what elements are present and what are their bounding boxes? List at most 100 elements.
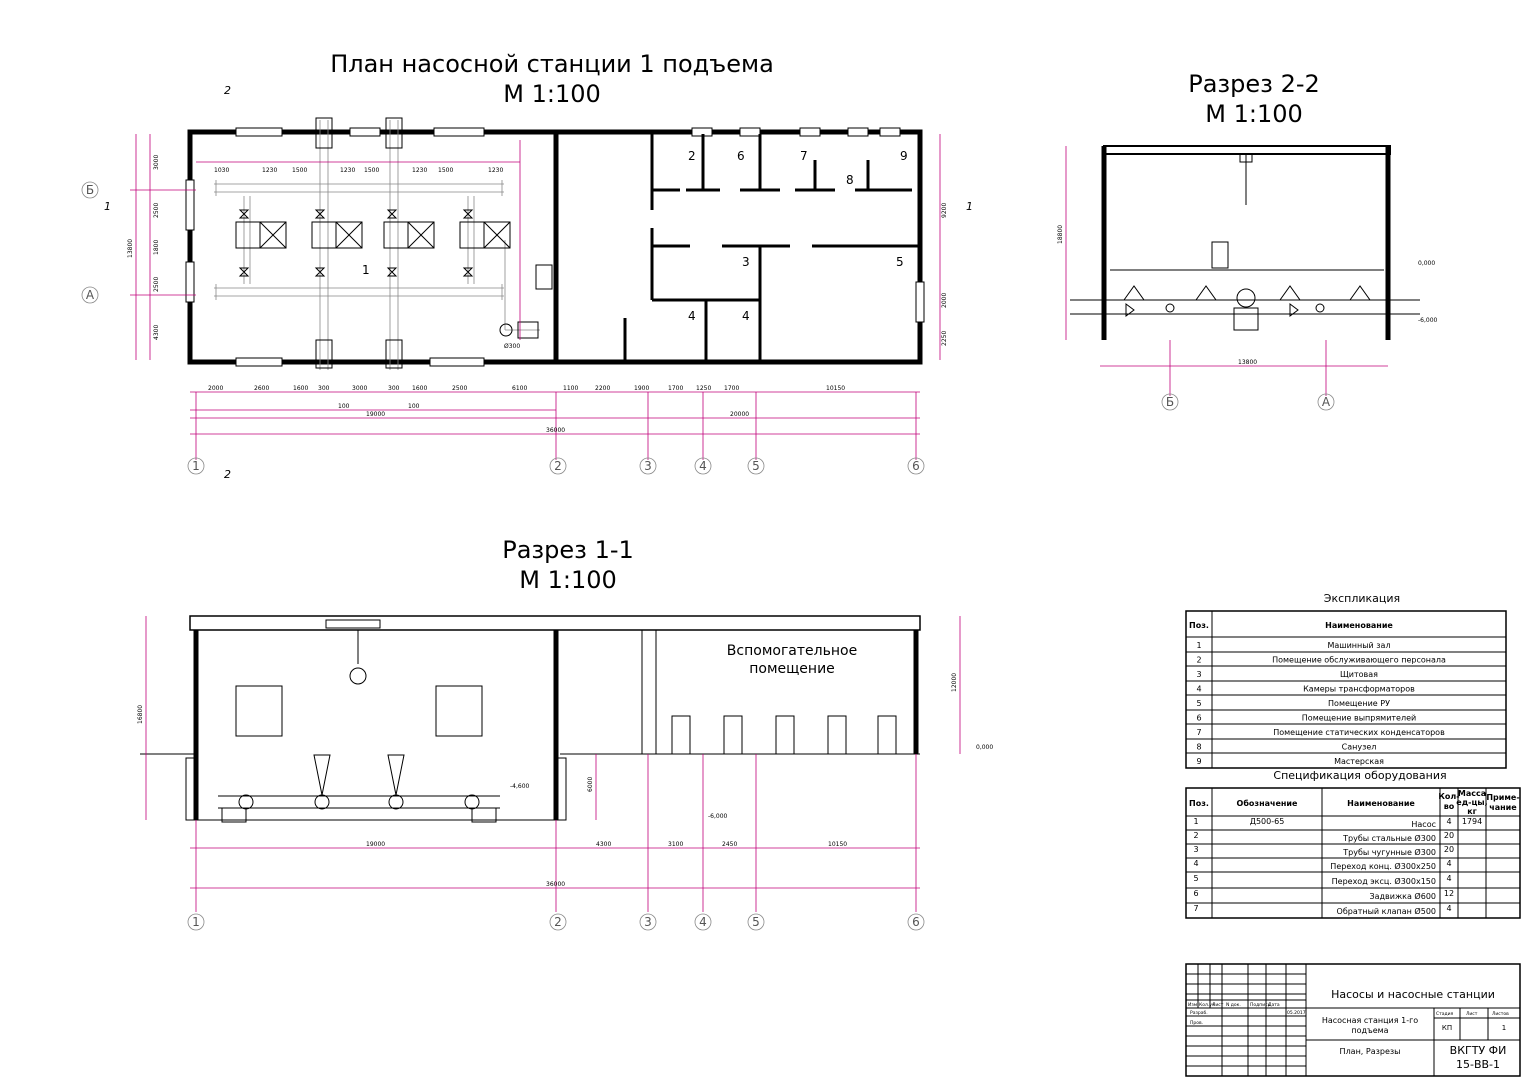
- room-number: 4: [742, 309, 750, 323]
- dim-label: 1500: [292, 167, 307, 174]
- dim-label: 6100: [512, 385, 527, 392]
- specification-cell: 4: [1193, 859, 1198, 868]
- specification-header: чание: [1489, 803, 1517, 812]
- axis-label: Б: [1166, 395, 1174, 409]
- section11-dimension-lines: [145, 616, 961, 912]
- dim-label: 2200: [595, 385, 610, 392]
- dim-label: 4300: [153, 325, 160, 340]
- specification-cell: Трубы стальные Ø300: [1342, 833, 1436, 843]
- title-block-headers: Изм. Кол.уч Лист N док. Подпись Дата Раз…: [1188, 1002, 1509, 1026]
- specification-cell: Д500-65: [1250, 817, 1285, 826]
- plan-scale: М 1:100: [503, 80, 601, 108]
- specification-cell: 20: [1444, 831, 1454, 840]
- plan-pumps: [235, 117, 553, 369]
- dim-label: 2500: [153, 277, 160, 292]
- explication-title: Экспликация: [1324, 592, 1400, 605]
- section11-title: Разрез 1-1: [502, 536, 634, 564]
- explication-header: Поз.: [1189, 621, 1209, 630]
- level-mark: -4,600: [510, 783, 530, 790]
- explication-header: Наименование: [1325, 621, 1393, 630]
- section11-dimensions-bottom: 19000 4300 3100 2450 10150 36000: [366, 841, 847, 888]
- specification-title: Спецификация оборудования: [1273, 769, 1446, 782]
- specification-cell: Переход эксц. Ø300х150: [1332, 876, 1436, 886]
- plan-axis-bubbles: [81, 181, 925, 475]
- axis-label: А: [1322, 395, 1331, 409]
- section-marks: 2 2 1 1: [104, 84, 973, 481]
- stamp-organization: ВКГТУ ФИ: [1450, 1044, 1507, 1057]
- section11-scale: М 1:100: [519, 566, 617, 594]
- dim-label: 1700: [724, 385, 739, 392]
- stamp-cell: Листов: [1492, 1011, 1509, 1017]
- dim-label: 20000: [730, 411, 749, 418]
- axis-label: 2: [554, 915, 562, 929]
- section22-height: 18800: [1057, 225, 1064, 244]
- explication-cell: Помещение статических конденсаторов: [1273, 728, 1445, 737]
- specification-cell: 6: [1193, 889, 1198, 898]
- dim-label: 3000: [352, 385, 367, 392]
- dim-label: 1030: [214, 167, 229, 174]
- plan-room-numbers: 1 2 3 4 4 5 6 7 8 9: [362, 149, 908, 323]
- dim-label: 1230: [412, 167, 427, 174]
- specification-cell: 4: [1446, 874, 1451, 883]
- axis-label: 3: [644, 915, 652, 929]
- axis-label: 6: [912, 459, 920, 473]
- stamp-sheet-content: План, Разрезы: [1340, 1047, 1401, 1056]
- stamp-object: Насосная станция 1-го: [1322, 1016, 1418, 1025]
- section22-roof: [1103, 145, 1391, 155]
- room-number: 1: [362, 263, 370, 277]
- specification-cell: 2: [1193, 831, 1198, 840]
- section-2-2-view: Разрез 2-2 М 1:100 18800 13800 0,000 -6,…: [1057, 70, 1438, 411]
- stamp-cell: Лист: [1212, 1002, 1224, 1008]
- plan-dimensions-left: 3000 2500 1800 2500 4300 13800 9200 2000…: [127, 155, 948, 346]
- dim-label: 100: [408, 403, 420, 410]
- section-1-1-view: Разрез 1-1 М 1:100 Вспомогательное: [137, 536, 993, 931]
- specification-grid: [1186, 788, 1520, 918]
- explication-cell: 4: [1196, 685, 1201, 694]
- stamp-cell: Разраб.: [1190, 1010, 1208, 1016]
- plan-dimensions-bottom: 2000 2600 1600 300 3000 300 1600 2500 61…: [208, 385, 845, 434]
- dim-label: 1250: [696, 385, 711, 392]
- dim-label: 9200: [941, 203, 948, 218]
- aux-room-label: Вспомогательное: [727, 643, 857, 659]
- axis-label: 1: [192, 459, 200, 473]
- stamp-lists: 1: [1502, 1024, 1506, 1032]
- specification-cell: Трубы чугунные Ø300: [1342, 847, 1436, 857]
- section11-axis-bubbles: [187, 913, 925, 931]
- specification-cell: 7: [1193, 904, 1198, 913]
- specification-header: Кол-: [1438, 792, 1459, 801]
- explication-grid: [1186, 636, 1506, 754]
- explication-cell: 2: [1196, 656, 1201, 665]
- stamp-cell: 05.2017: [1287, 1010, 1306, 1016]
- stamp-cell: Дата: [1268, 1002, 1280, 1008]
- dim-label: 1100: [563, 385, 578, 392]
- axis-label: 5: [752, 915, 760, 929]
- specification-header: Обозначение: [1237, 798, 1299, 808]
- plan-outer-wall: [187, 129, 923, 365]
- plan-axis-labels: 1 2 3 4 5 6 Б А: [86, 183, 920, 473]
- stamp-project: Насосы и насосные станции: [1331, 988, 1495, 1001]
- specification-header: Наименование: [1347, 799, 1415, 808]
- dim-label: 36000: [546, 427, 565, 434]
- level-mark: -6,000: [708, 813, 728, 820]
- specification-cell: 20: [1444, 845, 1454, 854]
- axis-label: 1: [192, 915, 200, 929]
- explication-cell: 1: [1196, 641, 1201, 650]
- dim-label: 4300: [596, 841, 611, 848]
- plan-dimensions-top: 1030 1230 1500 1230 1500 1230 1500 1230: [214, 167, 503, 174]
- stamp-cell: Кол.уч: [1199, 1002, 1215, 1008]
- dim-label: 2500: [452, 385, 467, 392]
- axis-label: 2: [554, 459, 562, 473]
- section22-dimension-lines: [1065, 146, 1388, 396]
- stamp-object: подъема: [1351, 1026, 1388, 1035]
- axis-label: 3: [644, 459, 652, 473]
- explication-cell: 7: [1196, 728, 1201, 737]
- level-mark: -6,000: [1418, 317, 1438, 324]
- specification-cell: 4: [1446, 859, 1451, 868]
- dim-label: 2000: [208, 385, 223, 392]
- specification-cell: 3: [1193, 845, 1198, 854]
- dim-label: 1230: [340, 167, 355, 174]
- specification-header: ед-цы,: [1456, 798, 1487, 807]
- section11-aux-height: 12000: [951, 673, 958, 692]
- explication-cell: Камеры трансформаторов: [1303, 685, 1415, 694]
